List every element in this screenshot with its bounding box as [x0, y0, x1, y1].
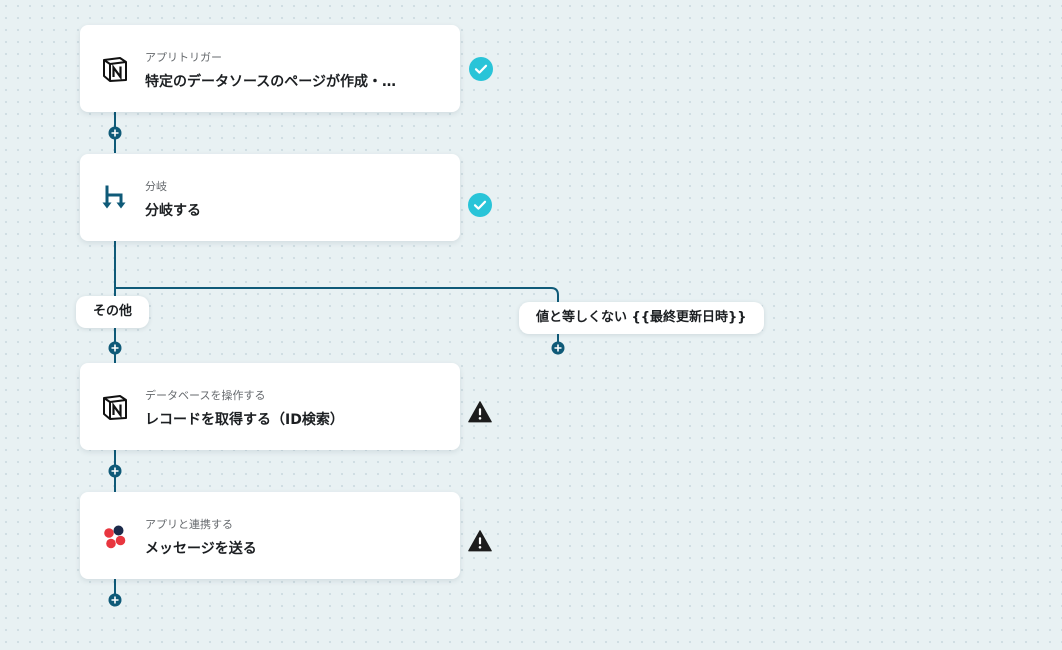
- check-circle-icon: [469, 57, 493, 81]
- add-step-button[interactable]: [108, 593, 122, 607]
- step-card-branch[interactable]: 分岐 分岐する: [80, 154, 460, 241]
- add-step-button[interactable]: [108, 126, 122, 140]
- step-card-chatwork-message[interactable]: アプリと連携する メッセージを送る: [80, 492, 460, 579]
- step-title: 分岐する: [145, 203, 201, 219]
- step-title: 特定のデータソースのページが作成・…: [145, 74, 397, 90]
- step-card-notion-trigger[interactable]: アプリトリガー 特定のデータソースのページが作成・…: [80, 25, 460, 112]
- warning-icon: [468, 401, 492, 423]
- warning-icon: [468, 530, 492, 552]
- add-step-button[interactable]: [108, 341, 122, 355]
- add-step-button[interactable]: [551, 341, 565, 355]
- check-circle-icon: [468, 193, 492, 217]
- branch-icon: [102, 185, 126, 209]
- branch-label-condition[interactable]: 値と等しくない {{最終更新日時}}: [519, 302, 764, 334]
- branch-label-else[interactable]: その他: [76, 296, 150, 328]
- step-type-label: 分岐: [145, 180, 167, 193]
- step-type-label: データベースを操作する: [145, 389, 266, 402]
- chatwork-icon: [104, 525, 126, 549]
- notion-icon: [103, 57, 127, 82]
- step-type-label: アプリトリガー: [145, 51, 222, 64]
- add-step-button[interactable]: [108, 464, 122, 478]
- step-type-label: アプリと連携する: [145, 518, 233, 531]
- notion-icon: [103, 395, 127, 420]
- step-card-notion-database[interactable]: データベースを操作する レコードを取得する（ID検索）: [80, 363, 460, 450]
- step-title: メッセージを送る: [145, 541, 257, 557]
- step-title: レコードを取得する（ID検索）: [145, 412, 344, 428]
